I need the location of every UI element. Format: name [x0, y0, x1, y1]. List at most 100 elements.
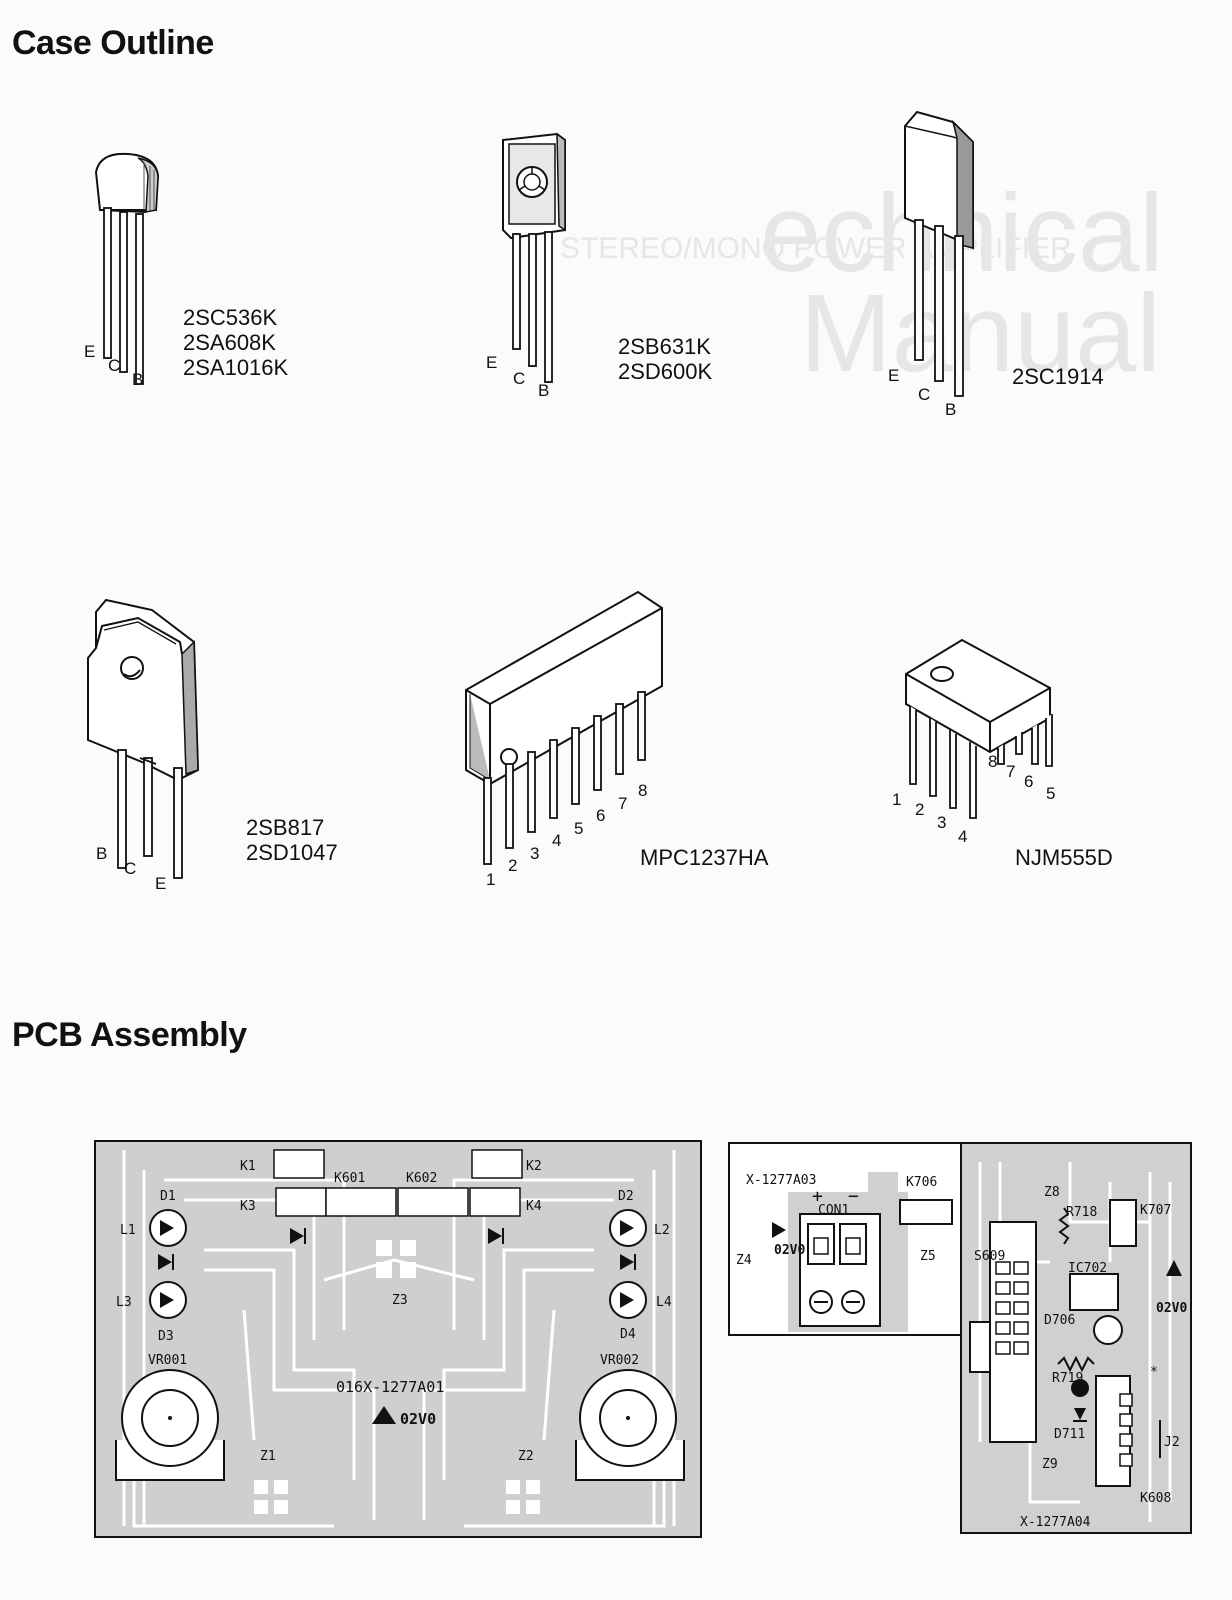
- pcb-label: K2: [526, 1159, 542, 1174]
- pcb-label: K706: [906, 1175, 937, 1190]
- part-number: 2SD600K: [618, 359, 713, 384]
- board-id: X-1277A03: [746, 1173, 816, 1188]
- pcb-label: L1: [120, 1223, 136, 1238]
- pcb-label: L3: [116, 1295, 132, 1310]
- pcb-assembly-heading: PCB Assembly: [12, 1016, 247, 1054]
- pcb-label: Z8: [1044, 1185, 1060, 1200]
- to3p-transistor-icon: [82, 598, 212, 883]
- pcb-label: S609: [974, 1249, 1005, 1264]
- pcb-label: J2: [1164, 1435, 1180, 1450]
- pcb-label: K707: [1140, 1203, 1171, 1218]
- part-number-list: 2SB631K 2SD600K: [618, 334, 712, 384]
- board-id: X-1277A04: [1020, 1515, 1091, 1530]
- pin-label: 4: [552, 831, 562, 850]
- pin-label: 8: [638, 781, 648, 800]
- pin-label: 5: [1046, 784, 1056, 803]
- pin-label: 7: [618, 794, 628, 813]
- pcb-label: Z2: [518, 1449, 534, 1464]
- pin-label: E: [888, 366, 900, 385]
- pcb-label: CON1: [818, 1203, 849, 1218]
- pcb-small-board-a: X-1277A03 K706 CON1 + − Z4 Z5 02V0: [728, 1142, 962, 1336]
- part-number-list: 2SB817 2SD1047: [246, 815, 338, 865]
- pcb-label: Z9: [1042, 1457, 1058, 1472]
- pcb-label: Z3: [392, 1293, 408, 1308]
- pcb-label: D706: [1044, 1313, 1075, 1328]
- pcb-label: Z5: [920, 1249, 936, 1264]
- yamaha-logo-icon: [772, 1222, 786, 1238]
- part-number: 2SB817: [246, 815, 325, 840]
- pin-label: C: [918, 385, 931, 404]
- pcb-label: K601: [334, 1171, 365, 1186]
- pin-label: C: [108, 356, 121, 375]
- part-number-list: MPC1237HA: [640, 845, 768, 870]
- to126-transistor-icon: [495, 130, 575, 405]
- part-number-list: 2SC1914: [1012, 364, 1104, 389]
- part-number: 2SB631K: [618, 334, 711, 359]
- pin-label: 1: [486, 870, 496, 889]
- pin-label: B: [96, 844, 108, 863]
- pcb-label: D3: [158, 1329, 174, 1344]
- pcb-label: VR002: [600, 1353, 639, 1368]
- pin-label: 3: [530, 844, 540, 863]
- to92-transistor-icon: [80, 150, 170, 400]
- yamaha-logo-icon: [1166, 1260, 1182, 1276]
- pin-label: C: [513, 369, 526, 388]
- pcb-label: D2: [618, 1189, 634, 1204]
- pcb-label: +: [812, 1186, 823, 1207]
- pcb-label: K4: [526, 1199, 542, 1214]
- pcb-label: Z4: [736, 1253, 752, 1268]
- pin-label: 2: [508, 856, 518, 875]
- board-logo-text: 02V0: [774, 1243, 805, 1258]
- pin-label: 7: [1006, 762, 1016, 781]
- part-number: 2SA608K: [183, 330, 276, 355]
- pin-label: E: [486, 353, 498, 372]
- sip8-ic-icon: [462, 588, 672, 873]
- board-logo-text: 02V0: [1156, 1301, 1187, 1316]
- board-logo-text: 02V0: [400, 1410, 436, 1428]
- pcb-main-board: K1 K601 K602 K2 K3 K4 D1 D2 L1 L2 L3 L4 …: [94, 1140, 702, 1538]
- part-number: 2SA1016K: [183, 355, 289, 380]
- pin-label: 8: [988, 752, 998, 771]
- pin-label: B: [945, 400, 957, 419]
- yamaha-logo-icon: [372, 1406, 396, 1424]
- pcb-label: R719: [1052, 1371, 1083, 1386]
- pin-label: E: [155, 874, 167, 893]
- pcb-label: K3: [240, 1199, 256, 1214]
- pcb-label: K1: [240, 1159, 256, 1174]
- part-number: 2SC536K: [183, 305, 278, 330]
- pcb-label: VR001: [148, 1353, 187, 1368]
- to220-transistor-icon: [895, 108, 985, 408]
- pin-label: 6: [596, 806, 606, 825]
- pcb-small-board-b: Z8 R718 K707 S609 IC702 D706 R719 D711 J…: [960, 1142, 1192, 1534]
- pin-label: E: [84, 342, 96, 361]
- part-number-list: 2SC536K 2SA608K 2SA1016K: [183, 305, 288, 380]
- pcb-label: *: [1150, 1365, 1158, 1380]
- ghost-text: STEREO/MONO POWER AMPLIFIER: [560, 232, 1072, 265]
- pcb-label: D4: [620, 1327, 636, 1342]
- part-number: 2SD1047: [246, 840, 338, 865]
- case-outline-heading: Case Outline: [12, 24, 214, 62]
- pcb-label: Z1: [260, 1449, 276, 1464]
- pcb-label: −: [848, 1186, 859, 1207]
- pin-label: 6: [1024, 772, 1034, 791]
- board-id: 016X-1277A01: [336, 1378, 444, 1396]
- pin-label: 4: [958, 827, 968, 846]
- pin-label: 1: [892, 790, 902, 809]
- pin-label: 3: [937, 813, 947, 832]
- pcb-label: K602: [406, 1171, 437, 1186]
- pin-label: 5: [574, 819, 584, 838]
- pcb-label: D711: [1054, 1427, 1085, 1442]
- pcb-label: R718: [1066, 1205, 1097, 1220]
- part-number: NJM555D: [1015, 845, 1113, 870]
- part-number: MPC1237HA: [640, 845, 769, 870]
- pcb-label: D1: [160, 1189, 176, 1204]
- pcb-label: L2: [654, 1223, 670, 1238]
- pin-label: 2: [915, 800, 925, 819]
- pcb-label: K608: [1140, 1491, 1171, 1506]
- pin-label: B: [538, 381, 550, 400]
- part-number: 2SC1914: [1012, 364, 1104, 389]
- dip8-ic-icon: [898, 636, 1058, 836]
- pin-label: C: [124, 859, 137, 878]
- pcb-label: L4: [656, 1295, 672, 1310]
- pin-label: B: [132, 370, 144, 389]
